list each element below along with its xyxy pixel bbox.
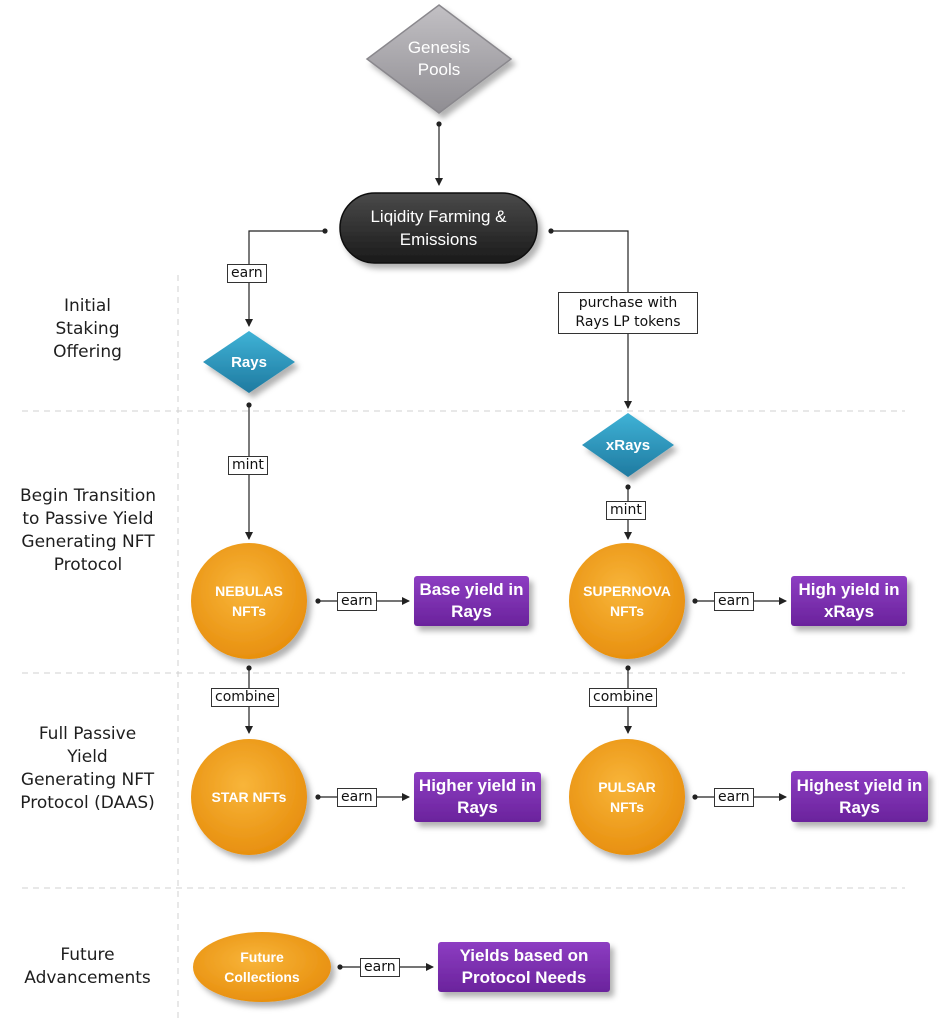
farming-pill	[339, 192, 538, 264]
future-collections-ellipse	[193, 932, 331, 1002]
earn-label-star: earn	[337, 788, 377, 807]
combine-label-pulsar: combine	[589, 688, 658, 707]
pulsar-circle	[569, 739, 685, 855]
farming-to-rays	[245, 230, 325, 327]
stage-label-future: Future Advancements	[24, 945, 151, 988]
xrays-diamond	[582, 413, 674, 477]
earn-label-supernova: earn	[714, 592, 754, 611]
stage-label-initial: Initial Staking Offering	[53, 296, 122, 362]
rays-diamond	[203, 331, 295, 393]
mint-label-nebulas: mint	[228, 456, 268, 475]
stage-dividers	[22, 275, 905, 1020]
highest-yield-box	[791, 771, 928, 822]
combine-label-star: combine	[211, 688, 280, 707]
stage-label-transition: Begin Transition to Passive Yield Genera…	[19, 486, 157, 575]
earn-label-rays: earn	[227, 264, 267, 283]
node-shapes	[191, 4, 928, 1002]
connector-dots	[246, 121, 698, 970]
star-circle	[191, 739, 307, 855]
higher-yield-box	[414, 772, 541, 822]
supernova-circle	[569, 543, 685, 659]
earn-label-nebulas: earn	[337, 592, 377, 611]
base-yield-box	[414, 576, 529, 626]
stage-label-full: Full Passive Yield Generating NFT Protoc…	[20, 724, 155, 813]
earn-label-future: earn	[360, 958, 400, 977]
purchase-label: purchase with Rays LP tokens	[558, 292, 698, 334]
mint-label-supernova: mint	[606, 501, 646, 520]
nebulas-circle	[191, 543, 307, 659]
farming-to-xrays	[551, 230, 632, 409]
protocol-yields-box	[438, 942, 610, 992]
earn-label-pulsar: earn	[714, 788, 754, 807]
high-yield-box	[791, 576, 907, 626]
genesis-diamond	[365, 4, 513, 114]
